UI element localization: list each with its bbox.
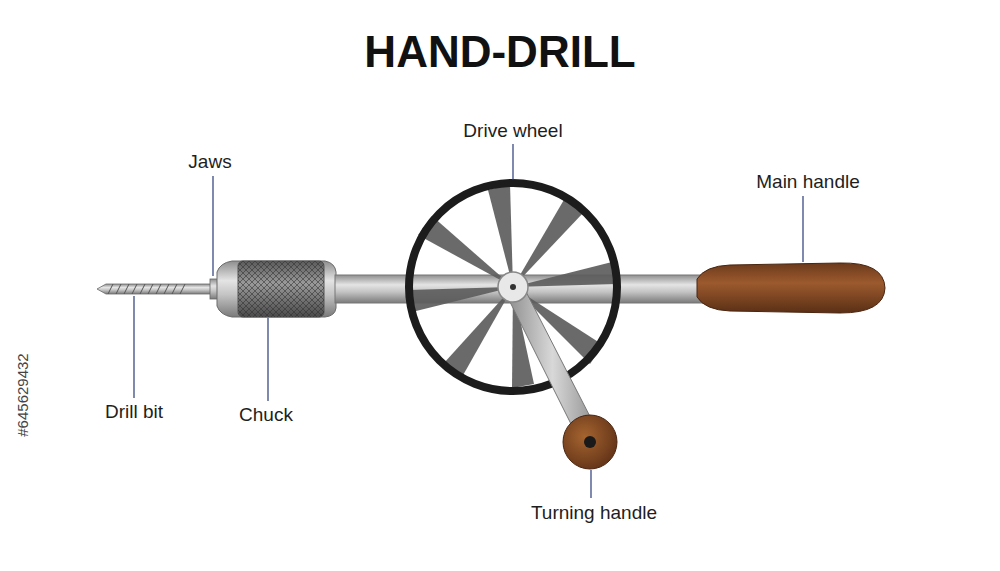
part-label: Main handle (756, 171, 860, 193)
main-handle (697, 263, 885, 313)
part-label: Drill bit (105, 401, 163, 423)
drill-bit (97, 284, 214, 294)
turning-handle (563, 415, 617, 469)
chuck (217, 261, 336, 317)
drive-wheel (409, 183, 617, 391)
part-label: Chuck (239, 404, 293, 426)
part-label: Turning handle (531, 502, 657, 524)
leader-lines (134, 144, 803, 498)
diagram-title: HAND-DRILL (364, 27, 635, 77)
watermark: #645629432 (14, 353, 31, 436)
part-label: Jaws (188, 151, 231, 173)
part-label: Drive wheel (463, 120, 562, 142)
